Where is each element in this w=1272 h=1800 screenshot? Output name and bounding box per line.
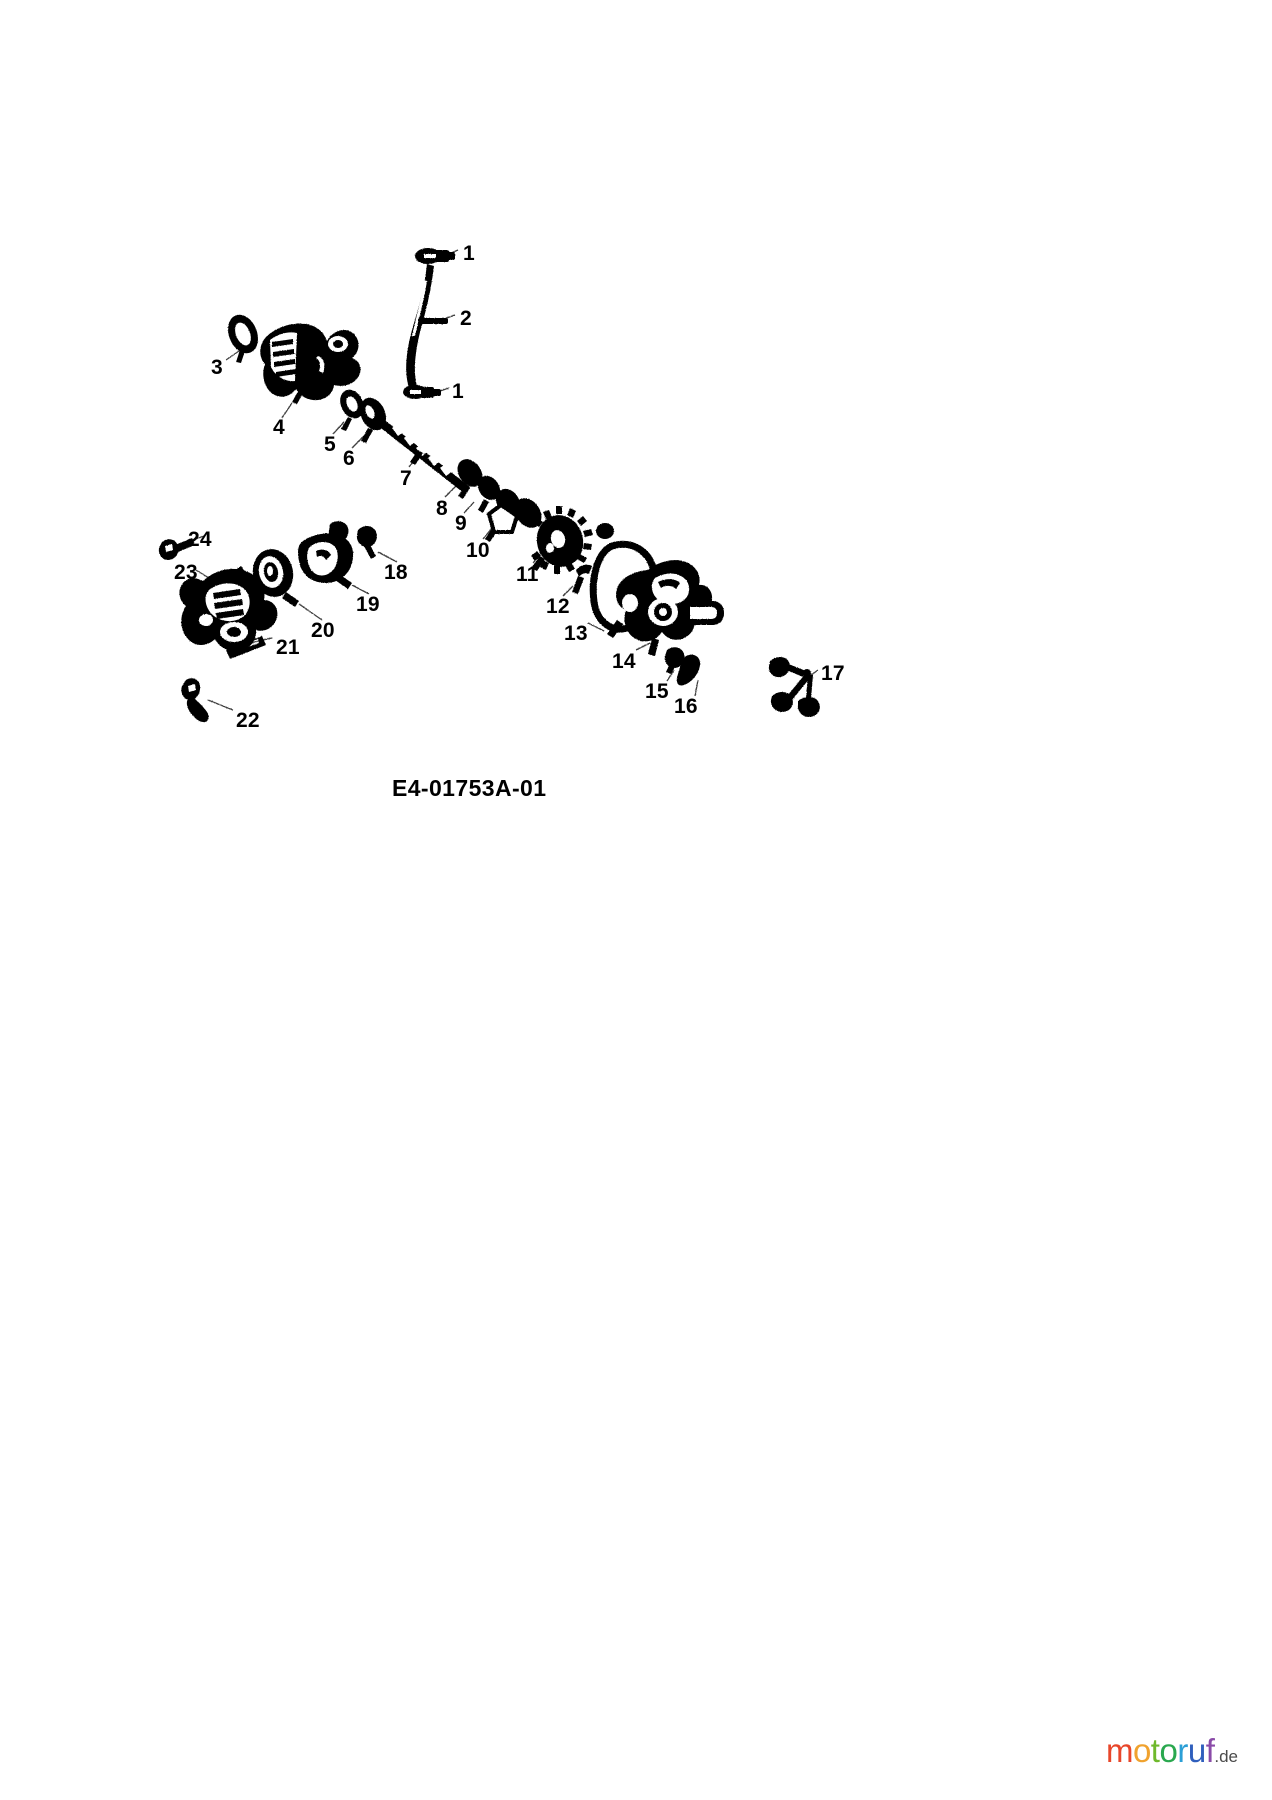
callout-20: 20 — [311, 619, 335, 642]
callout-19: 19 — [356, 593, 380, 616]
part-input-shaft — [377, 418, 470, 494]
part-control-rod — [406, 264, 448, 388]
part-snap-ring — [228, 314, 258, 363]
part-pin — [356, 526, 377, 559]
logo-letter-o2: o — [1159, 1732, 1178, 1769]
motoruf-logo: motoruf.de — [1106, 1732, 1238, 1770]
callout-11: 11 — [516, 563, 539, 586]
logo-letter-u: u — [1187, 1732, 1206, 1769]
callout-3: 3 — [211, 356, 223, 379]
part-gear-case — [179, 566, 278, 652]
callout-18: 18 — [384, 561, 408, 584]
callout-14: 14 — [612, 650, 636, 673]
part-washer — [340, 389, 364, 431]
callout-7: 7 — [400, 467, 412, 490]
part-retainer-pin — [572, 523, 614, 594]
callout-15: 15 — [645, 680, 669, 703]
part-grease-fitting-upper — [415, 248, 455, 264]
callout-2: 2 — [460, 307, 472, 330]
callout-4: 4 — [273, 416, 285, 439]
part-cover-plate — [298, 521, 354, 589]
part-spacer-bushing — [457, 459, 483, 499]
part-thrust-washer — [477, 475, 501, 513]
callout-1b: 1 — [452, 380, 464, 403]
logo-suffix: .de — [1214, 1747, 1238, 1766]
part-cap-screw — [676, 654, 701, 686]
logo-letter-t: t — [1150, 1732, 1160, 1769]
callout-22: 22 — [236, 709, 260, 732]
callout-6: 6 — [343, 447, 355, 470]
callout-9: 9 — [455, 512, 467, 535]
part-plug-fitting — [664, 647, 685, 674]
part-bolt — [181, 678, 209, 723]
part-grease-fitting-lower — [403, 385, 441, 399]
leader-lines — [183, 249, 819, 711]
logo-letter-o1: o — [1132, 1732, 1151, 1769]
logo-letter-f: f — [1205, 1732, 1215, 1769]
part-number-label: E4-01753A-01 — [392, 775, 547, 801]
callout-17: 17 — [821, 662, 845, 685]
callout-12: 12 — [546, 595, 570, 618]
callout-1: 1 — [463, 242, 475, 265]
part-seal-ring — [252, 549, 299, 607]
logo-letter-r: r — [1177, 1732, 1188, 1769]
part-screw-set — [768, 656, 820, 717]
logo-letter-m: m — [1105, 1732, 1134, 1769]
callout-10: 10 — [466, 539, 490, 562]
callout-21: 21 — [276, 636, 300, 659]
callout-5: 5 — [324, 433, 336, 456]
callout-13: 13 — [564, 622, 588, 645]
part-drive-gear — [531, 506, 593, 574]
callout-8: 8 — [436, 497, 448, 520]
callout-23: 23 — [174, 561, 198, 584]
part-bracket-clip — [485, 488, 542, 542]
callout-24: 24 — [188, 528, 212, 551]
part-pump-body — [260, 323, 361, 404]
part-pump-housing — [616, 560, 724, 656]
callout-16: 16 — [674, 695, 698, 718]
